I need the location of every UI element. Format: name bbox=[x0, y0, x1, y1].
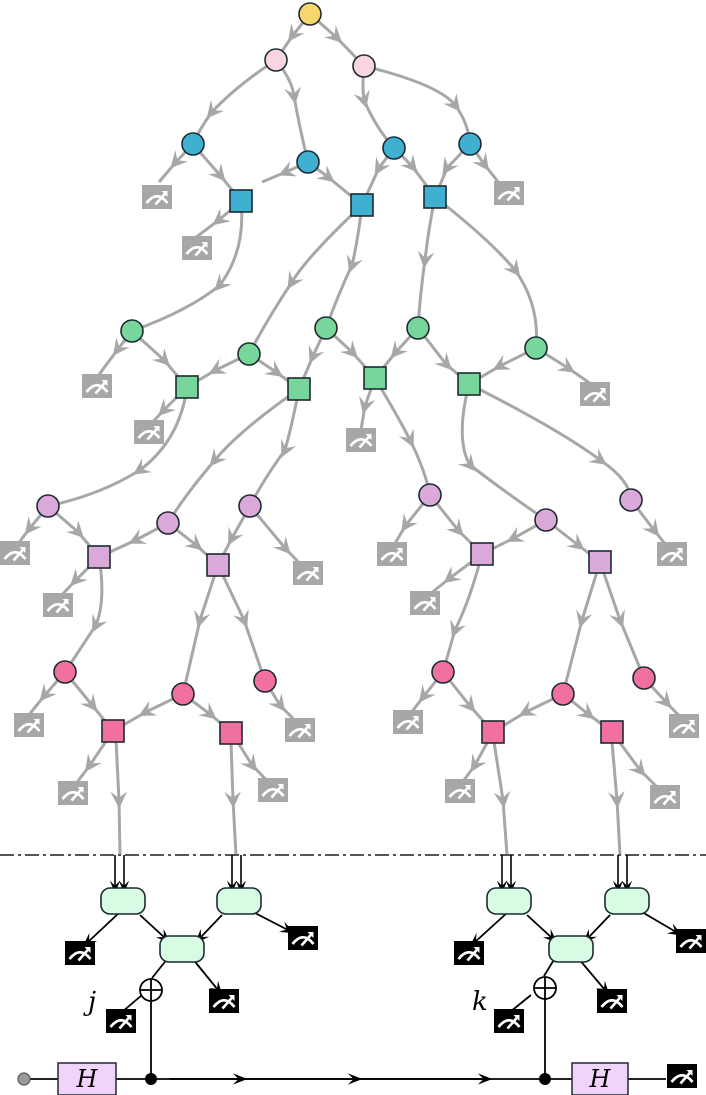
measurement-meter-icon bbox=[288, 926, 318, 950]
level4-fusion-square bbox=[588, 550, 612, 574]
level3-node bbox=[314, 316, 338, 340]
level2-fusion-square bbox=[350, 193, 374, 217]
measurement-meter-icon bbox=[346, 428, 376, 452]
level5-fusion-square bbox=[600, 720, 624, 744]
level4-fusion-square bbox=[87, 545, 111, 569]
level4-fusion-square bbox=[470, 542, 494, 566]
measurement-meter-icon bbox=[494, 181, 524, 205]
hadamard-label: H bbox=[76, 1065, 99, 1093]
root-node bbox=[298, 2, 322, 26]
hadamard-gate-right: H bbox=[571, 1062, 629, 1095]
input-qubit-dot bbox=[17, 1072, 31, 1086]
measurement-meter-icon bbox=[58, 781, 88, 805]
level1-node bbox=[352, 54, 376, 78]
measurement-meter-icon bbox=[14, 713, 44, 737]
measurement-meter-icon bbox=[494, 1009, 524, 1033]
measurement-meter-icon bbox=[580, 382, 610, 406]
xor-plus-icon bbox=[139, 978, 163, 1002]
control-dot bbox=[145, 1073, 157, 1085]
level4-node bbox=[238, 494, 262, 518]
level5-fusion-square bbox=[481, 720, 505, 744]
measurement-meter-icon bbox=[82, 374, 112, 398]
fusion-box bbox=[159, 935, 205, 963]
measurement-meter-icon bbox=[65, 941, 95, 965]
level4-node bbox=[534, 508, 558, 532]
measurement-meter-icon bbox=[182, 236, 212, 260]
level5-node bbox=[253, 669, 277, 693]
measurement-meter-icon bbox=[454, 941, 484, 965]
level3-node bbox=[120, 319, 144, 343]
level2-node bbox=[181, 132, 205, 156]
level4-node bbox=[619, 488, 643, 512]
fusion-box bbox=[486, 887, 532, 915]
level5-node bbox=[53, 660, 77, 684]
level3-node bbox=[524, 336, 548, 360]
level2-fusion-square bbox=[423, 185, 447, 209]
xor-plus-icon bbox=[533, 976, 557, 1000]
measurement-meter-icon bbox=[142, 185, 172, 209]
measurement-meter-icon bbox=[293, 561, 323, 585]
level2-node bbox=[296, 150, 320, 174]
measurement-meter-icon bbox=[258, 778, 288, 802]
level2-node bbox=[382, 136, 406, 160]
level1-node bbox=[264, 48, 288, 72]
fusion-box bbox=[548, 935, 594, 963]
level2-node bbox=[458, 132, 482, 156]
measurement-meter-icon bbox=[597, 989, 627, 1013]
measurement-meter-icon bbox=[106, 1009, 136, 1033]
level3-node bbox=[237, 342, 261, 366]
level3-fusion-square bbox=[287, 377, 311, 401]
level3-node bbox=[406, 316, 430, 340]
measurement-meter-icon bbox=[0, 541, 30, 565]
level4-node bbox=[36, 494, 60, 518]
level3-fusion-square bbox=[363, 366, 387, 390]
measurement-meter-icon bbox=[134, 420, 164, 444]
fusion-box bbox=[100, 887, 146, 915]
level4-fusion-square bbox=[206, 553, 230, 577]
measurement-meter-icon bbox=[393, 710, 423, 734]
level2-fusion-square bbox=[229, 189, 253, 213]
fusion-box bbox=[604, 887, 650, 915]
level4-node bbox=[156, 511, 180, 535]
measurement-meter-icon bbox=[676, 929, 706, 953]
level3-fusion-square bbox=[175, 375, 199, 399]
control-dot bbox=[539, 1073, 551, 1085]
level5-fusion-square bbox=[101, 719, 125, 743]
level5-node bbox=[431, 660, 455, 684]
level5-node bbox=[551, 682, 575, 706]
level5-node bbox=[632, 666, 656, 690]
measurement-meter-icon bbox=[43, 593, 73, 617]
measurement-meter-icon bbox=[445, 779, 475, 803]
level4-node bbox=[418, 483, 442, 507]
index-label-k: k bbox=[472, 987, 488, 1017]
level5-fusion-square bbox=[219, 721, 243, 745]
measurement-meter-icon bbox=[667, 1064, 697, 1088]
index-label-j: j bbox=[83, 987, 96, 1017]
level3-fusion-square bbox=[457, 372, 481, 396]
measurement-meter-icon bbox=[669, 714, 699, 738]
measurement-meter-icon bbox=[285, 718, 315, 742]
measurement-meter-icon bbox=[657, 542, 687, 566]
measurement-meter-icon bbox=[209, 989, 239, 1013]
level5-node bbox=[171, 682, 195, 706]
measurement-meter-icon bbox=[650, 785, 680, 809]
fusion-box bbox=[216, 887, 262, 915]
hadamard-gate-left: H bbox=[57, 1062, 117, 1095]
measurement-meter-icon bbox=[377, 542, 407, 566]
hadamard-label: H bbox=[589, 1065, 612, 1093]
measurement-meter-icon bbox=[410, 591, 440, 615]
